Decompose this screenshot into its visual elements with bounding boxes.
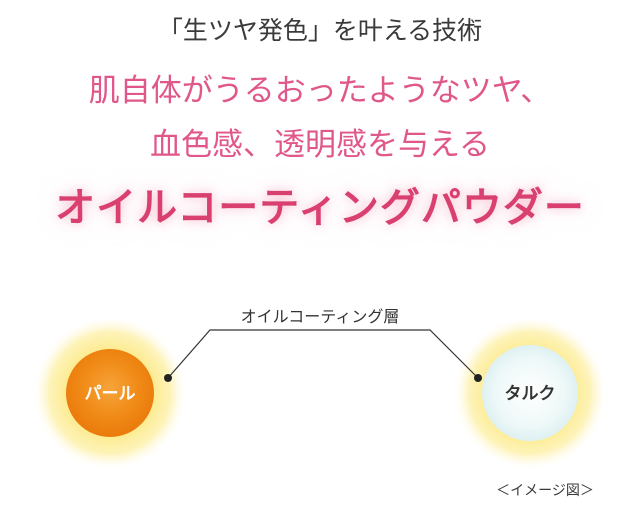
subtitle: 「生ツヤ発色」を叶える技術 [157, 16, 483, 45]
lead-line-1: 肌自体がうるおったようなツヤ、 [88, 73, 552, 109]
pearl-label: パール [85, 384, 136, 404]
talc-label: タルク [505, 384, 556, 404]
image-caption: ＜イメージ図＞ [496, 483, 594, 499]
layer-label: オイルコーティング層 [241, 307, 400, 326]
pearl-core [66, 349, 154, 437]
product-name: オイルコーティングパウダー [55, 185, 585, 231]
leader-dot-left [164, 374, 172, 382]
leader-line-left [167, 329, 479, 379]
leader-dot-right [474, 374, 482, 382]
lead-line-2: 血色感、透明感を与える [149, 127, 491, 163]
talc-core [482, 345, 578, 441]
